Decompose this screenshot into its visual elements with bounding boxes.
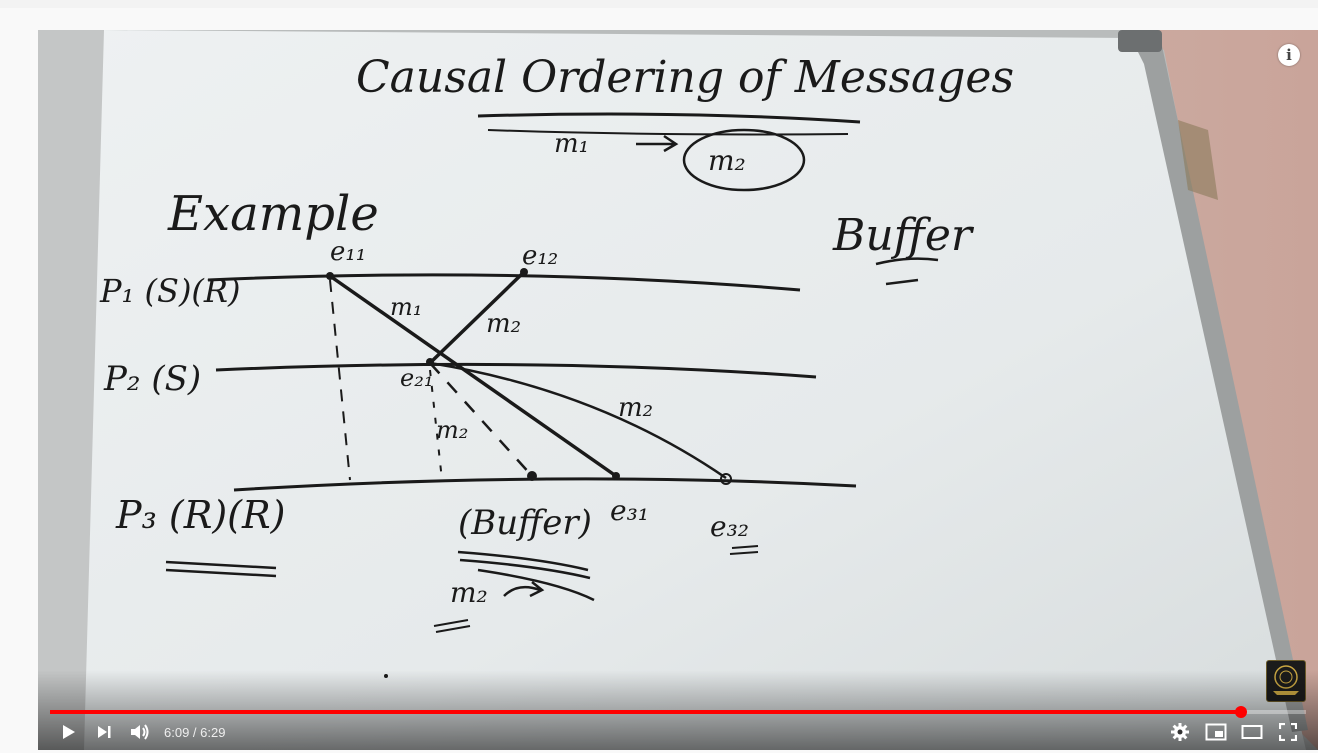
settings-button[interactable] — [1162, 714, 1198, 750]
info-icon: i — [1286, 46, 1292, 64]
volume-button[interactable] — [122, 714, 158, 750]
play-icon — [63, 725, 75, 739]
whiteboard-scene: Causal Ordering of Messages m₁ m₂ Exampl… — [38, 30, 1318, 750]
next-icon — [98, 726, 111, 738]
volume-icon — [131, 724, 149, 740]
board-arrow-left: m₁ — [554, 129, 589, 159]
board-buffer-m2: m₂ — [450, 576, 488, 609]
board-buffer: Buffer — [832, 210, 975, 261]
duration: 6:29 — [200, 724, 226, 740]
board-buffer-note: (Buffer) — [458, 503, 592, 543]
page-top-band — [0, 0, 1318, 8]
progress-bar[interactable] — [50, 706, 1306, 718]
board-event-e21: e₂₁ — [400, 364, 433, 392]
video-player[interactable]: Causal Ordering of Messages m₁ m₂ Exampl… — [38, 30, 1318, 750]
next-button[interactable] — [86, 714, 122, 750]
progress-scrubber[interactable] — [1234, 706, 1247, 718]
theater-icon — [1241, 725, 1263, 739]
board-event-e32: e₃₂ — [710, 510, 749, 543]
board-process-2: P₂ (S) — [103, 359, 201, 399]
board-example: Example — [167, 186, 379, 242]
current-time: 6:09 — [164, 724, 190, 740]
board-process-3: P₃ (R)(R) — [115, 493, 285, 537]
info-button[interactable]: i — [1278, 44, 1300, 66]
fullscreen-button[interactable] — [1270, 714, 1306, 750]
gear-icon — [1171, 723, 1189, 741]
board-msg-m2-a: m₂ — [486, 309, 521, 339]
board-event-e11: e₁₁ — [330, 237, 366, 267]
board-msg-m2-c: m₂ — [436, 416, 468, 444]
time-display: 6:09 / 6:29 — [164, 725, 225, 740]
board-process-1: P₁ (S)(R) — [99, 272, 240, 310]
board-title: Causal Ordering of Messages — [356, 52, 1014, 103]
video-frame[interactable]: Causal Ordering of Messages m₁ m₂ Exampl… — [38, 30, 1318, 750]
board-event-e31: e₃₁ — [610, 494, 649, 527]
progress-played — [50, 710, 1241, 714]
time-separator: / — [189, 724, 201, 740]
miniplayer-button[interactable] — [1198, 714, 1234, 750]
player-controls: 6:09 / 6:29 — [50, 714, 1306, 750]
miniplayer-icon — [1205, 723, 1227, 741]
play-button[interactable] — [50, 714, 86, 750]
fullscreen-icon — [1279, 723, 1297, 741]
board-msg-m1: m₁ — [390, 293, 422, 321]
theater-button[interactable] — [1234, 714, 1270, 750]
board-msg-m2-b: m₂ — [618, 393, 653, 423]
board-arrow-right: m₂ — [708, 144, 746, 177]
board-event-e12: e₁₂ — [522, 241, 558, 271]
